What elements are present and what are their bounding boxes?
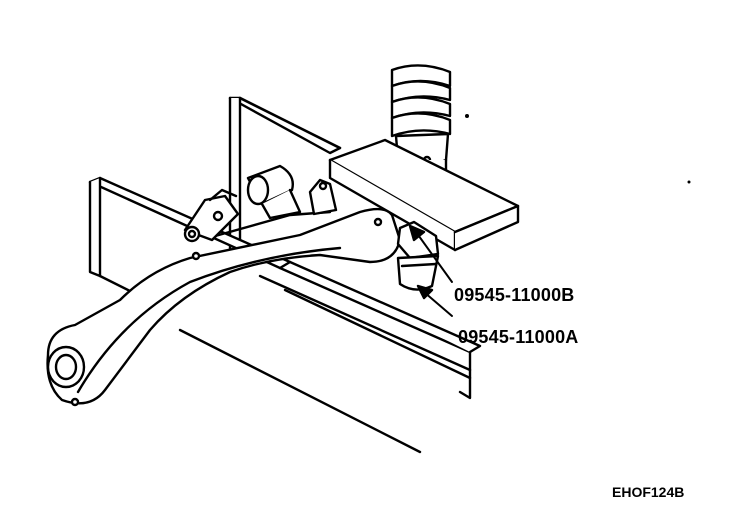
callout-arrows — [408, 224, 453, 317]
speck — [465, 114, 469, 118]
rear-bushing — [183, 164, 302, 243]
lower-crossmember — [88, 176, 482, 454]
arm-bracket — [308, 178, 338, 216]
part-number-b-label: 09545-11000B — [454, 285, 575, 305]
figure-code: EHOF124B — [612, 484, 685, 500]
speck — [687, 180, 691, 184]
part-number-a-label: 09545-11000A — [458, 327, 579, 347]
